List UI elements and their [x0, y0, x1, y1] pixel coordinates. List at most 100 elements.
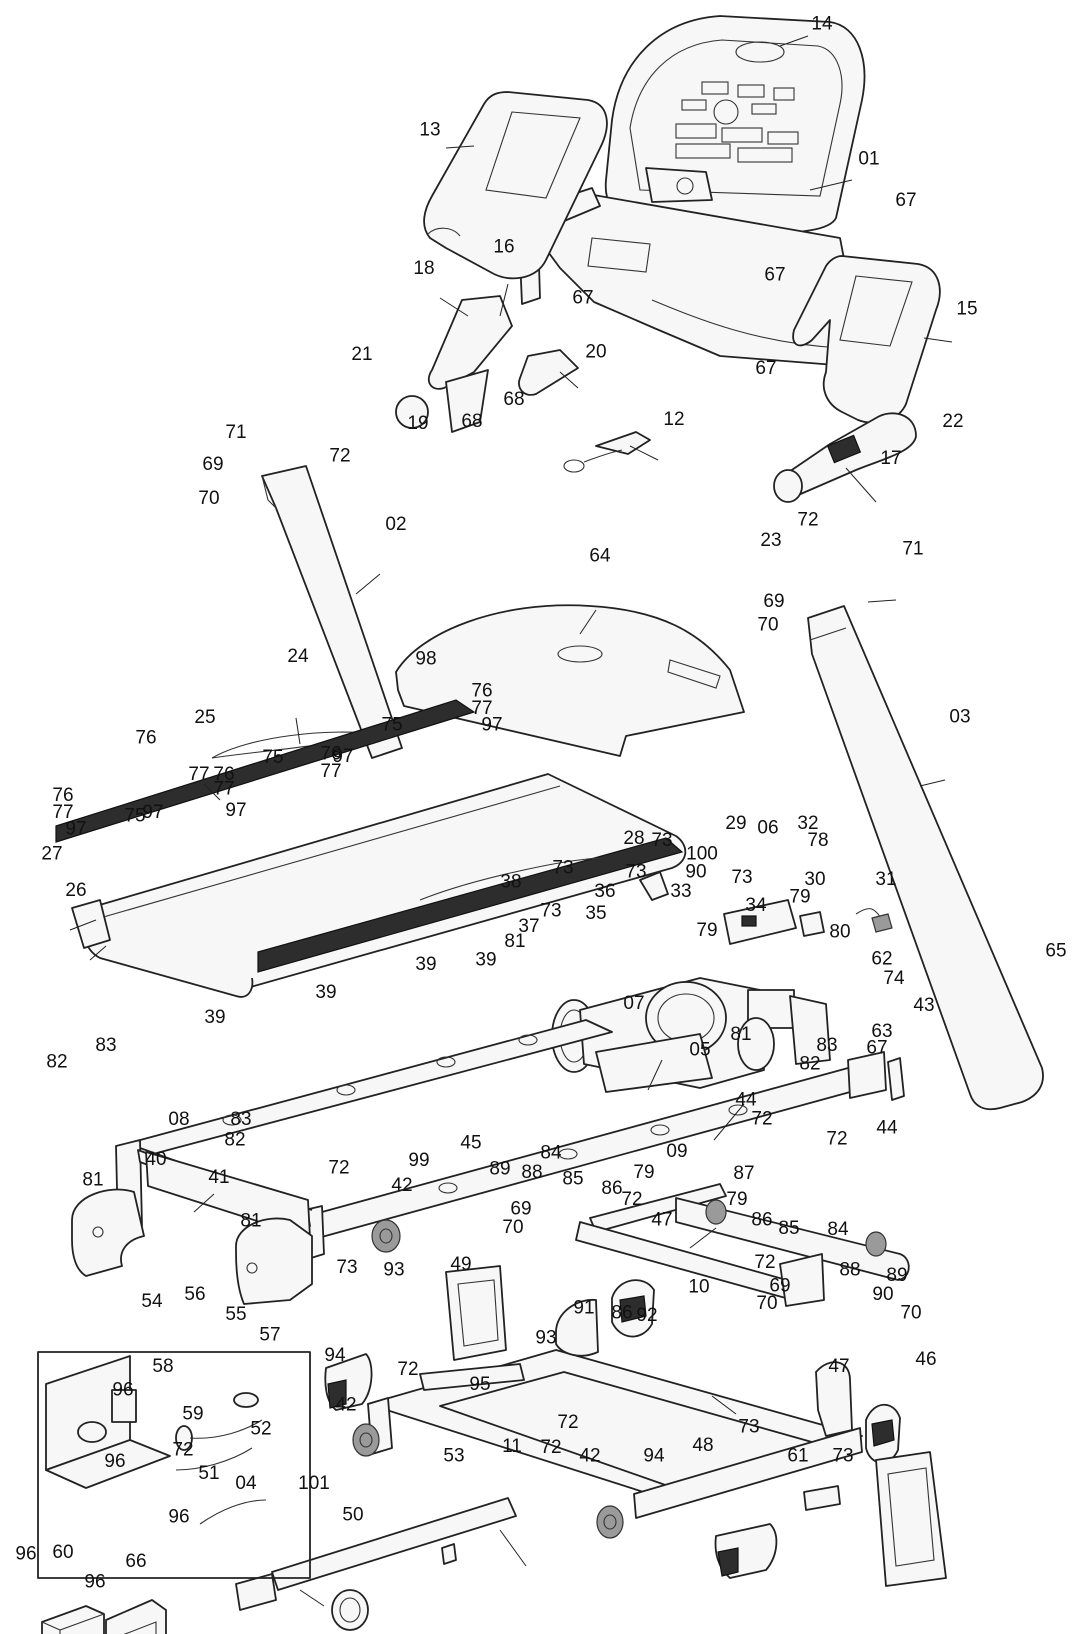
part-callout: 81 — [504, 931, 525, 952]
part-callout: 82 — [224, 1130, 245, 1151]
part-callout: 88 — [839, 1260, 860, 1281]
part-callout: 67 — [764, 264, 785, 285]
part-callout: 23 — [760, 530, 781, 551]
part-callout: 86 — [751, 1210, 772, 1231]
part-callout: 72 — [329, 445, 350, 466]
control-board — [639, 871, 893, 945]
part-callout: 73 — [552, 858, 573, 879]
front-roller — [71, 899, 111, 949]
part-callout: 50 — [342, 1505, 363, 1526]
part-callout: 20 — [585, 341, 606, 362]
part-callout: 44 — [735, 1090, 757, 1111]
safety-key-clip — [563, 431, 651, 473]
part-callout: 97 — [481, 715, 502, 736]
main-frame — [115, 1019, 905, 1263]
part-callout: 86 — [601, 1178, 622, 1199]
part-callout: 39 — [415, 954, 436, 975]
part-callout: 47 — [828, 1356, 849, 1377]
motor-cover — [395, 604, 745, 757]
part-callout: 78 — [807, 830, 828, 851]
part-callout: 72 — [754, 1252, 775, 1273]
part-callout: 57 — [259, 1325, 280, 1346]
rear-stabilizer — [235, 1497, 517, 1631]
part-callout: 97 — [65, 819, 86, 840]
part-callout: 97 — [142, 802, 163, 823]
part-callout: 62 — [871, 949, 892, 970]
part-callout: 67 — [895, 190, 916, 211]
part-callout: 74 — [883, 968, 905, 989]
part-callout: 98 — [415, 649, 436, 670]
part-callout: 84 — [827, 1219, 849, 1240]
part-callout: 64 — [589, 546, 611, 567]
part-callout: 27 — [41, 844, 62, 865]
part-callout: 13 — [419, 120, 440, 141]
part-callout: 79 — [726, 1189, 747, 1210]
part-callout: 69 — [763, 591, 784, 612]
part-callout: 22 — [942, 411, 963, 432]
part-callout: 25 — [194, 707, 215, 728]
part-callout: 82 — [46, 1052, 67, 1073]
part-callout: 61 — [787, 1445, 808, 1466]
part-callout: 82 — [799, 1054, 820, 1075]
part-callout: 58 — [152, 1356, 173, 1377]
transport-wheels — [352, 1199, 887, 1539]
part-callout: 91 — [573, 1298, 594, 1319]
part-callout: 94 — [324, 1345, 346, 1366]
part-callout: 77 — [213, 779, 234, 800]
part-callout: 72 — [328, 1158, 349, 1179]
part-callout: 94 — [643, 1445, 665, 1466]
part-callout: 68 — [461, 411, 482, 432]
part-callout: 97 — [332, 746, 353, 767]
motor-drive-assembly — [551, 977, 831, 1093]
part-callout: 76 — [320, 743, 341, 764]
part-callout: 69 — [769, 1275, 790, 1296]
part-callout: 77 — [188, 764, 209, 785]
part-callout: 69 — [202, 454, 223, 475]
part-callout: 37 — [518, 916, 539, 937]
left-handlebar-grip — [395, 295, 579, 433]
part-callout: 09 — [666, 1141, 687, 1162]
part-callout: 73 — [651, 830, 672, 851]
part-callout: 83 — [230, 1109, 251, 1130]
part-callout: 60 — [52, 1542, 73, 1563]
part-callout: 73 — [336, 1257, 357, 1278]
part-callout: 08 — [168, 1109, 189, 1130]
part-callout: 63 — [871, 1021, 892, 1042]
part-callout: 45 — [460, 1132, 481, 1153]
part-callout: 70 — [900, 1302, 921, 1323]
part-callout: 05 — [689, 1040, 710, 1061]
part-callout: 51 — [198, 1463, 219, 1484]
part-callout: 01 — [858, 148, 879, 169]
left-upright — [261, 465, 403, 759]
part-callout: 96 — [15, 1544, 36, 1565]
part-callout: 76 — [52, 785, 73, 806]
part-callout: 80 — [829, 922, 850, 943]
part-callout: 84 — [540, 1143, 562, 1164]
part-callout: 96 — [104, 1451, 125, 1472]
part-callout: 95 — [469, 1374, 490, 1395]
part-callout: 73 — [731, 867, 752, 888]
part-callout: 72 — [621, 1189, 642, 1210]
part-callout: 83 — [95, 1035, 116, 1056]
part-callout: 34 — [745, 895, 767, 916]
part-callout: 49 — [450, 1254, 471, 1275]
right-handle-cover — [792, 255, 941, 424]
part-callout: 06 — [757, 818, 778, 839]
part-callout: 19 — [407, 413, 428, 434]
part-callout: 71 — [225, 422, 246, 443]
part-callout: 56 — [184, 1284, 205, 1305]
part-callout: 69 — [510, 1198, 531, 1219]
part-callout: 18 — [413, 258, 434, 279]
base-frame — [367, 1299, 863, 1519]
part-callout: 76 — [471, 680, 492, 701]
part-callout: 96 — [168, 1507, 189, 1528]
part-callout: 89 — [886, 1265, 907, 1286]
part-callout: 21 — [351, 344, 372, 365]
part-callout: 36 — [594, 881, 615, 902]
part-callout: 39 — [315, 982, 336, 1003]
part-callout: 86 — [611, 1302, 632, 1323]
part-callout: 55 — [225, 1304, 246, 1325]
part-callout: 59 — [182, 1404, 203, 1425]
part-callout: 44 — [876, 1118, 898, 1139]
electronics-inset-box — [37, 1351, 311, 1579]
